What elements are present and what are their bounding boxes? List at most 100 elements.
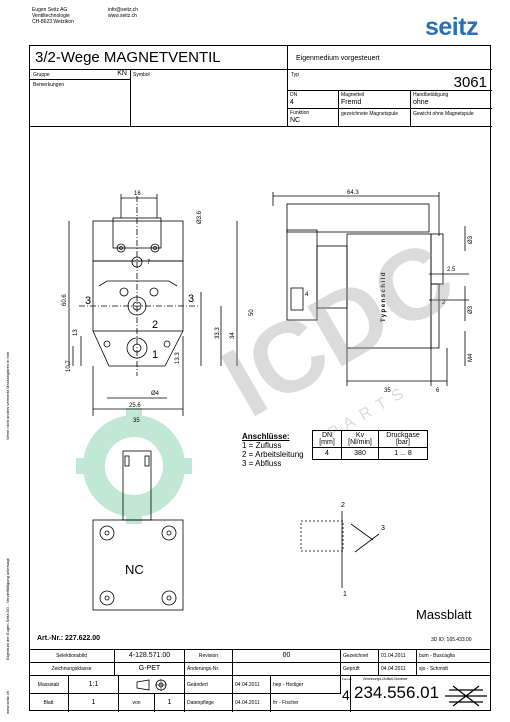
symbol-label: Symbol (133, 72, 150, 78)
von-value-cell: 1 (155, 694, 185, 712)
company-contact: info@seitz.ch www.seitz.ch (108, 7, 139, 19)
side-note-footer: www.seitz.ch (5, 690, 10, 714)
revision-label-cell: Revision (185, 650, 233, 663)
spec-header: Kv[Nl/min] (341, 430, 379, 448)
geaendert-name-cell: hep - Hediger (271, 676, 341, 694)
dim-35: 35 (133, 418, 140, 424)
handbet-label: Handbetätigung (413, 92, 449, 98)
selektionsbild-label-cell: Selektionsbild (29, 650, 115, 663)
front-dimensions: 16 Ø3.6 7 60.6 13 10.7 33.3 34 50 13.3 Ø… (62, 191, 255, 424)
projection-symbol-cell (119, 676, 185, 694)
dim-333: 33.3 (215, 327, 221, 339)
connection-item: 3 = Abfluss (242, 459, 282, 468)
port-2: 2 (152, 319, 158, 331)
coil-label: Typenschild (381, 271, 387, 322)
seitz-stamp-icon (445, 685, 487, 707)
id-3d: 3D ID: 165.433.00 (431, 637, 472, 643)
connections-title: Anschlüsse: (242, 432, 290, 441)
dn-cell: DN 4 (288, 91, 339, 109)
dim-25: 2.5 (447, 267, 456, 273)
spec-value: 380 (341, 447, 379, 460)
aenderungs-value-cell (233, 663, 341, 676)
dim-6: 6 (436, 388, 440, 394)
dim-m4: M4 (468, 353, 474, 362)
subtitle: Eigenmedium vorgesteuert (296, 55, 380, 62)
title-cell: 3/2-Wege MAGNETVENTIL (30, 46, 288, 70)
dim-side-35: 35 (384, 388, 391, 394)
article-number: Art.-Nr.: 227.622.00 (37, 635, 101, 642)
massstab-label-cell: Massstab (29, 676, 69, 694)
dim-256: 25.6 (129, 403, 141, 409)
spec-value-row: 4 380 1 ... 8 (312, 447, 428, 460)
datenpflege-label-cell: Datenpflege (185, 694, 233, 712)
front-view (68, 194, 238, 416)
datenpflege-name-cell: frr - Fischer (273, 700, 299, 706)
aenderungs-label-cell: Änderungs-Nr. (185, 663, 233, 676)
dim-7: 7 (147, 260, 151, 266)
watermark: ICDC PARTS (204, 219, 472, 442)
massblatt-label: Massblatt (416, 607, 472, 622)
drawing-number: 234.556.01 (354, 683, 440, 702)
dim-side-d3: Ø3 (468, 305, 474, 314)
blatt-label-cell: Blatt (29, 694, 69, 712)
gezeichnet-date-cell: 01.04.2011 (379, 650, 417, 663)
datenpflege-date-cell: 04.04.2011 (233, 694, 271, 712)
gewicht-label: Gewicht ohne Magnetspule (413, 111, 474, 117)
geaendert-date-cell: 04.04.2011 (233, 676, 271, 694)
massstab-value-cell: 1:1 (69, 676, 119, 694)
page-title: 3/2-Wege MAGNETVENTIL (35, 49, 221, 66)
geprueft-label-cell: Geprüft (341, 663, 379, 676)
magnetteil-label: Magnetteil (341, 92, 365, 98)
dim-133: 13.3 (175, 352, 181, 364)
funktion-value: NC (290, 117, 301, 124)
symbol-port-3: 3 (381, 525, 385, 532)
format-value: 4 (342, 687, 350, 703)
gewicht-cell: Gewicht ohne Magnetspule (411, 109, 492, 127)
bottom-view (92, 450, 184, 611)
geprueft-name-cell: sjo - Schmidt (417, 663, 491, 676)
dim-d36: Ø3.6 (197, 210, 203, 224)
symbol-port-1: 1 (343, 591, 347, 598)
geprueft-date-cell: 04.04.2011 (379, 663, 417, 676)
dn-label: DN (290, 92, 298, 98)
dim-643: 64.3 (347, 190, 359, 196)
company-address: Eugen Seitz AG Ventiltechnologie CH-8623… (32, 7, 74, 25)
dim-2: 2 (442, 300, 446, 306)
port-3-left: 3 (85, 295, 91, 307)
handbet-value: ohne (413, 99, 429, 106)
bemerkungen-cell: Bemerkungen (30, 80, 131, 127)
blatt-value-cell: 1 (69, 694, 119, 712)
gez-magnet-label: gezeichnete Magnetspule (341, 111, 398, 117)
dim-107: 10.7 (66, 360, 72, 372)
side-note-bottom: Eigentum der Eugen Seitz AG - Vervielfäl… (5, 558, 10, 660)
dim-606: 60.6 (62, 294, 68, 306)
geaendert-label-cell: Geändert (185, 676, 233, 694)
valve-symbol (300, 511, 380, 588)
nc-label: NC (125, 562, 144, 577)
zeichnungsklasse-label-cell: Zeichnungsklasse (29, 663, 115, 676)
spec-value: 4 (312, 447, 342, 460)
selektionsbild-value-cell: 4-128.571.00 (115, 650, 185, 663)
subtitle-cell: Eigenmedium vorgesteuert (288, 46, 492, 70)
side-note-top: Wenn nicht anders vermerkt Massangaben i… (5, 351, 10, 440)
spec-value: 1 ... 8 (378, 447, 428, 460)
revision-value-cell: 00 (233, 650, 341, 663)
projection-icon (136, 679, 167, 691)
gruppe-cell: Gruppe KN (30, 70, 131, 80)
gezeichnet-name-cell: bum - Buscaglia (417, 650, 491, 663)
drawing-sheet: 3/2-Wege MAGNETVENTIL Eigenmedium vorges… (29, 45, 492, 711)
dim-16: 16 (134, 191, 141, 197)
dim-d4: Ø4 (151, 391, 160, 397)
zeichnungsklasse-value-cell: G-PET (115, 663, 185, 676)
title-block: Selektionsbild 4-128.571.00 Revision 00 … (29, 649, 491, 712)
dim-34: 34 (230, 332, 236, 339)
front-ports: 3 3 2 1 (85, 293, 194, 361)
dim-side-d3-top: Ø3 (468, 235, 474, 244)
connections-legend: Anschlüsse: 1 = Zufluss 2 = Arbeitsleitu… (242, 432, 304, 468)
spec-header: Druckgase[bar] (378, 430, 428, 448)
gruppe-value: KN (117, 70, 127, 77)
von-label-cell: von (119, 694, 155, 712)
connection-item: 1 = Zufluss (242, 441, 282, 450)
funktion-cell: Funktion NC (288, 109, 339, 127)
spec-table: DN[mm] Kv[Nl/min] Druckgase[bar] 4 380 1… (312, 430, 428, 460)
